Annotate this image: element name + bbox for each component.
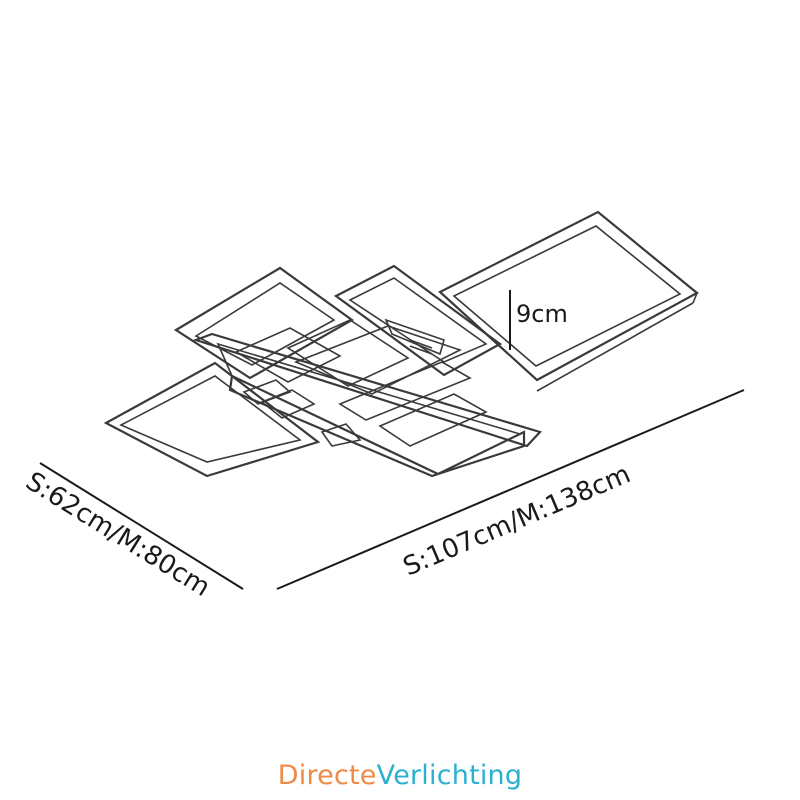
width-dimension-line [39, 462, 244, 590]
dimension-width: S:62cm/M:80cm [20, 462, 244, 603]
lamp-frame-top-middle [333, 264, 503, 377]
height-label: 9cm [516, 300, 568, 328]
length-dimension-line [276, 389, 745, 590]
dimension-height: 9cm [509, 290, 568, 350]
length-label: S:107cm/M:138cm [399, 459, 635, 582]
lamp-frame-right [438, 210, 699, 392]
brand-logo: DirecteVerlichting [0, 760, 800, 791]
dimension-length: S:107cm/M:138cm [276, 389, 745, 590]
lamp-inner-details [234, 318, 488, 447]
lamp-frame-left [103, 361, 321, 478]
logo-text-directe: Directe [277, 760, 377, 791]
lamp-frame-center-bar [192, 332, 543, 478]
logo-text-verlichting: Verlichting [376, 760, 523, 791]
width-label: S:62cm/M:80cm [20, 466, 215, 602]
